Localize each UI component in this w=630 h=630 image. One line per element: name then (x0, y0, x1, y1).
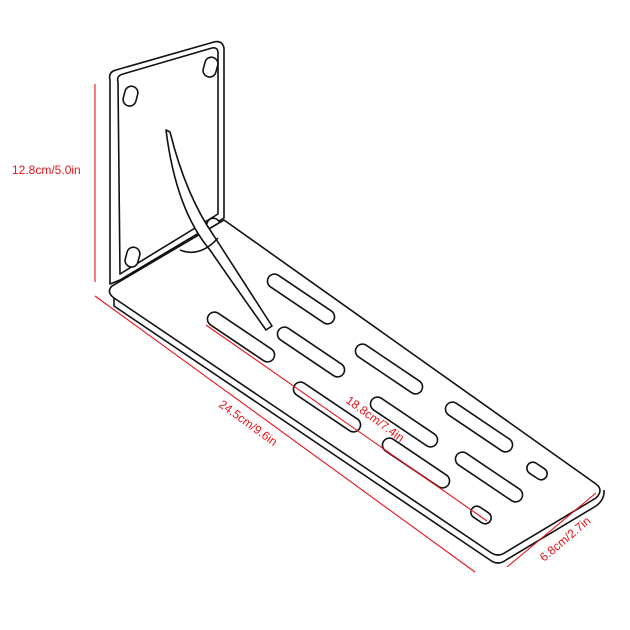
dimension-lines (94, 84, 597, 573)
base-slots (206, 273, 548, 525)
height-label: 12.8cm/5.0in (12, 163, 81, 177)
length-dimension-line (94, 295, 476, 573)
gusset-rib (165, 129, 273, 331)
width-dimension-line (506, 492, 597, 568)
slot-span-dimension-line (205, 324, 488, 522)
base-plate (108, 219, 605, 564)
